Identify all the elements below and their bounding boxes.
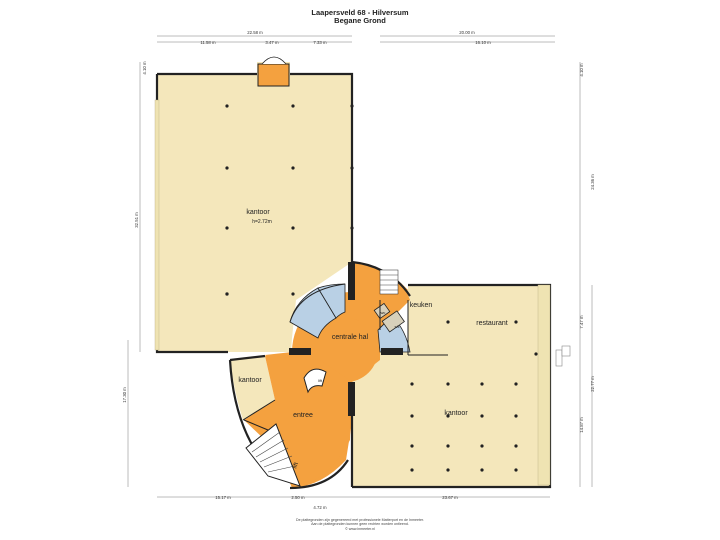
column-marker: [514, 444, 518, 448]
column-marker: [291, 226, 295, 230]
kantoor-top-floor: [157, 62, 352, 352]
column-marker: [446, 414, 450, 418]
column-marker: [480, 468, 484, 472]
spiral-stair-center: [303, 368, 327, 394]
column-marker: [514, 382, 518, 386]
window-strip-left: [154, 99, 160, 351]
column-marker: [350, 166, 354, 170]
column-marker: [480, 414, 484, 418]
column-marker: [225, 292, 229, 296]
label-keuken: keuken: [410, 302, 433, 309]
label-kantoor-bottom: kantoor: [444, 410, 468, 417]
column-marker: [291, 292, 295, 296]
dim-top-right-overall: 20.00 m: [459, 30, 475, 35]
dim-left-c: 17.30 m: [122, 387, 127, 403]
column-marker: [446, 320, 450, 324]
label-sk: s/k: [394, 324, 399, 329]
column-marker: [350, 226, 354, 230]
blue-room-left-2: [317, 283, 346, 319]
column-marker: [225, 226, 229, 230]
footer-disclaimer: De plattegronden zijn gegenereerd met pr…: [0, 518, 720, 531]
column-marker: [514, 468, 518, 472]
stair-box-top: [257, 63, 290, 87]
spiral-stair-top: [261, 56, 287, 65]
label-kantoor-top-height: h=2.72m: [252, 219, 272, 225]
columns: [225, 104, 538, 472]
dim-right-e: 14.87 m: [579, 417, 584, 433]
inner-walls: [242, 283, 448, 431]
label-wc: wc: [381, 310, 386, 315]
kantoor-left-floor: [230, 356, 275, 420]
dim-left-a: 4.10 m: [142, 61, 147, 75]
sk-room: [381, 310, 405, 333]
plan-subtitle: Begane Grond: [334, 16, 386, 25]
dimension-labels: 22.58 m 11.58 m 3.47 m 7.33 m 20.00 m 16…: [122, 30, 595, 510]
column-marker: [446, 468, 450, 472]
footer-line-1: De plattegronden zijn gegenereerd met pr…: [295, 518, 425, 522]
dim-right-c: 7.47 m: [579, 315, 584, 329]
column-marker: [480, 382, 484, 386]
label-entree: entree: [293, 412, 313, 419]
dim-left-b: 32.51 m: [134, 212, 139, 228]
column-marker: [446, 382, 450, 386]
column-marker: [225, 166, 229, 170]
dimension-lines: [127, 35, 593, 498]
core-pillars: [289, 262, 403, 416]
dim-top-b: 3.47 m: [265, 40, 279, 45]
column-marker: [291, 104, 295, 108]
window-strip-restaurant: [537, 284, 551, 486]
column-marker: [291, 166, 295, 170]
label-lift-small: lift: [318, 378, 323, 383]
dim-bottom-c: 23.67 m: [442, 495, 458, 500]
column-marker: [514, 414, 518, 418]
column-marker: [480, 444, 484, 448]
label-kantoor-top: kantoor: [246, 209, 270, 216]
dim-bottom-d: 4.72 m: [313, 505, 327, 510]
dim-right-a: 4.10 m: [579, 63, 584, 77]
keuken-stairs: [379, 269, 399, 295]
column-marker: [225, 104, 229, 108]
dim-bottom-a: 15.17 m: [215, 495, 231, 500]
plan-title: Laapersveld 68 - Hilversum: [311, 8, 409, 17]
exterior-stair-right: [555, 345, 571, 367]
dim-bottom-b: 2.50 m: [291, 495, 305, 500]
column-marker: [350, 104, 354, 108]
restaurant-floor: [408, 285, 550, 355]
column-marker: [410, 382, 414, 386]
footer-line-2: Aan de plattegronden kunnen geen rechten…: [311, 522, 409, 527]
column-marker: [446, 444, 450, 448]
dim-top-overall: 22.58 m: [247, 30, 263, 35]
column-marker: [410, 444, 414, 448]
column-marker: [514, 320, 518, 324]
dim-top-d: 16.10 m: [475, 40, 491, 45]
label-kantoor-left: kantoor: [238, 377, 262, 384]
dim-top-a: 11.58 m: [200, 40, 216, 45]
column-marker: [410, 468, 414, 472]
wc-room: [373, 302, 391, 320]
dim-right-d: 22.77 m: [590, 376, 595, 392]
entree-floor: [244, 356, 352, 486]
footer-line-3: © www.inmeeter.nl: [345, 526, 375, 531]
entrance-stairs: [245, 423, 301, 487]
dim-right-b: 24.36 m: [590, 174, 595, 190]
label-restaurant: restaurant: [476, 320, 508, 327]
label-centrale-hal: centrale hal: [332, 334, 369, 341]
dim-top-c: 7.33 m: [313, 40, 327, 45]
column-marker: [534, 352, 538, 356]
label-lift: lift: [292, 461, 300, 469]
column-marker: [410, 414, 414, 418]
